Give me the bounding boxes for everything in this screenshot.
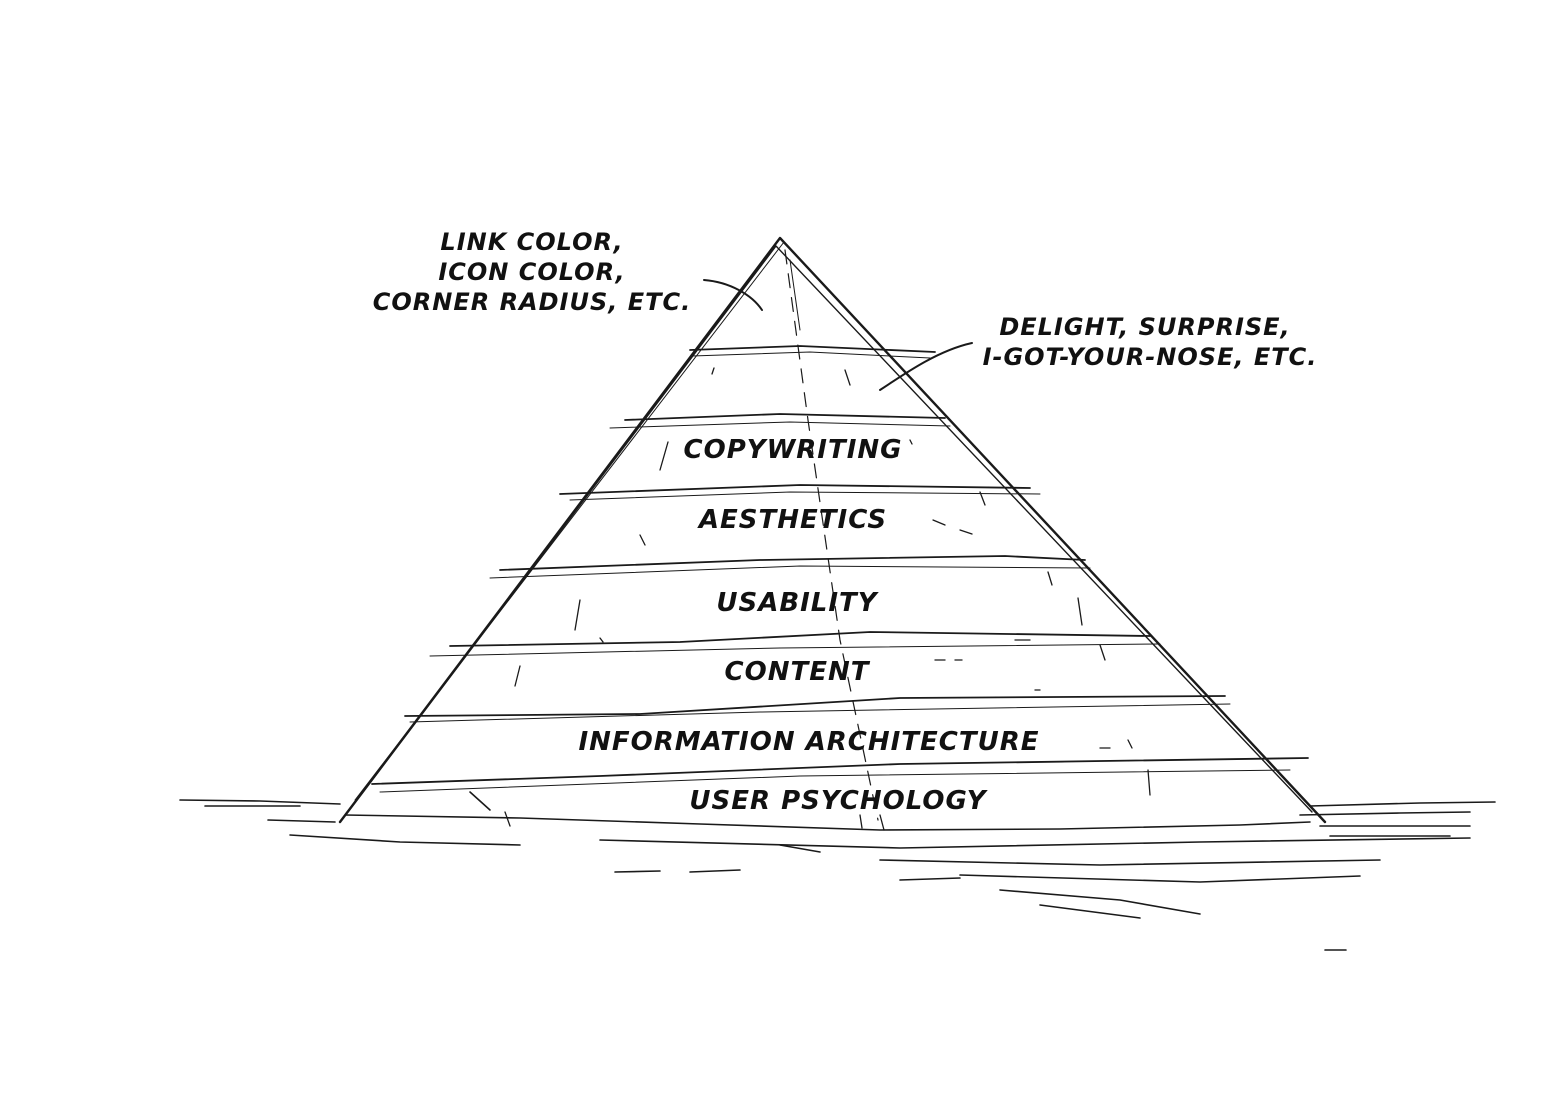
layer-label-content: CONTENT bbox=[725, 657, 871, 687]
annotation-top-left-line-3: CORNER RADIUS, ETC. bbox=[373, 288, 691, 316]
ground-strokes bbox=[179, 791, 1496, 951]
layer-label-usability: USABILITY bbox=[716, 588, 879, 618]
layer-label-information-architecture: INFORMATION ARCHITECTURE bbox=[578, 727, 1039, 757]
annotation-top-left-line-2: ICON COLOR, bbox=[438, 258, 625, 286]
layer-label-user-psychology: USER PSYCHOLOGY bbox=[689, 786, 988, 816]
layer-lines bbox=[371, 345, 1309, 793]
pointer-top-right bbox=[879, 342, 973, 391]
layer-label-copywriting: COPYWRITING bbox=[684, 435, 903, 465]
annotation-top-right-line-2: I-GOT-YOUR-NOSE, ETC. bbox=[983, 343, 1318, 371]
pointer-top-left bbox=[703, 279, 763, 311]
layer-label-aesthetics: AESTHETICS bbox=[697, 505, 887, 535]
annotation-top-left-line-1: LINK COLOR, bbox=[440, 228, 623, 256]
texture-marks bbox=[504, 367, 1151, 831]
pyramid-edges bbox=[338, 236, 1327, 824]
annotation-pointers bbox=[703, 279, 973, 391]
annotation-top-right-line-1: DELIGHT, SURPRISE, bbox=[999, 313, 1290, 341]
